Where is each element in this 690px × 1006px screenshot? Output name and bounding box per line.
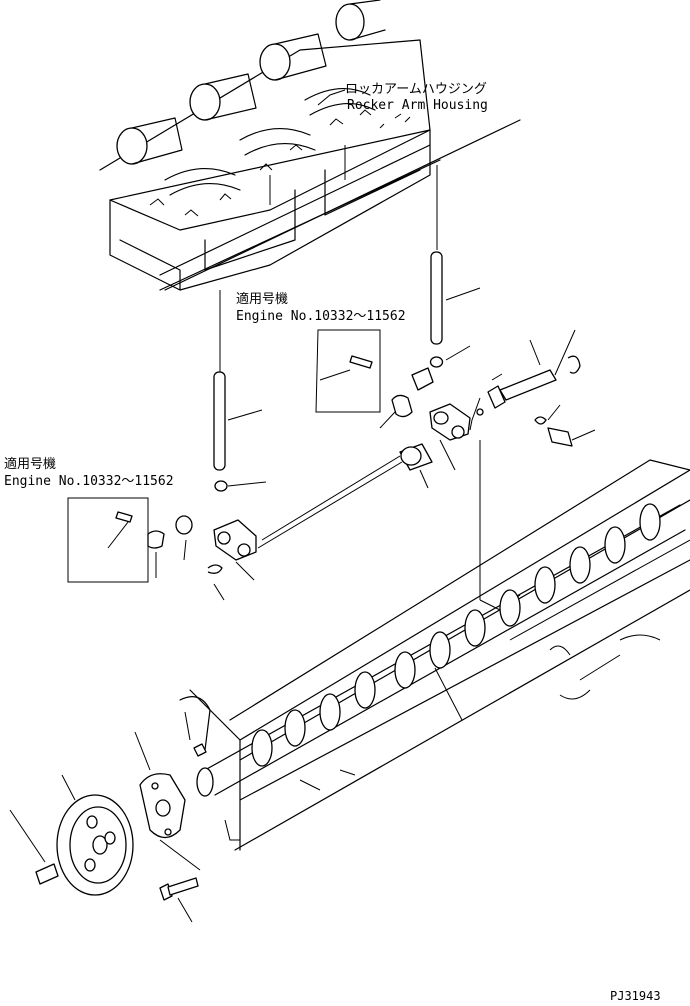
cylinder-block [179,459,690,851]
rocker-arm-housing [99,0,521,291]
engine-range-label-right: Engine No.10332～11562 [236,309,406,324]
engine-range-bracket-left [67,497,149,583]
thrust-plate [134,731,201,871]
rocker-assembly-right [379,329,596,600]
applicable-engine-label-jp-left: 適用号機 [4,456,56,472]
camshaft [196,503,686,797]
camshaft-key [184,711,207,757]
engine-range-bracket-right [315,329,381,413]
rocker-shaft-sleeve [257,443,433,549]
push-rod-left [213,371,267,492]
applicable-engine-label-jp-right: 適用号機 [236,291,288,307]
gear-bolt [159,877,199,923]
rocker-housing-label-en: Rocker Arm Housing [347,98,488,113]
rocker-housing-label-jp: ロッカアームハウジング [345,82,487,97]
cam-gear [9,774,134,896]
drawing-code: PJ31943 [610,989,661,1003]
rocker-assembly-left [147,515,257,601]
push-rod-right [429,251,481,368]
engine-range-label-left: Engine No.10332～11562 [4,474,174,489]
